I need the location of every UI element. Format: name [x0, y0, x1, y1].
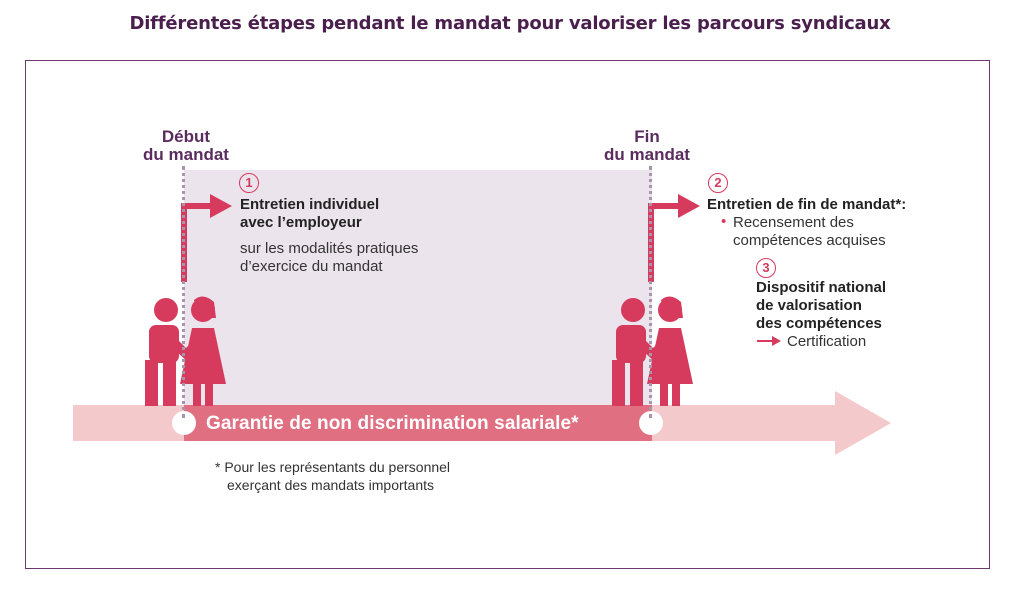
step3-number-badge: 3 [756, 258, 776, 278]
step2-bullet: • [721, 213, 727, 230]
step2-detail: Recensement des compétences acquises [733, 214, 886, 249]
start-marker-label: Début du mandat [143, 127, 229, 164]
step1-title: Entretien individuel avec l’employeur [240, 196, 380, 231]
step3-title: Dispositif national de valorisation des … [756, 279, 887, 332]
footnote: * Pour les représentants du personnel ex… [215, 459, 451, 493]
start-guide-line [182, 166, 185, 418]
step2-number-badge: 2 [708, 173, 728, 193]
step2-arrowhead [678, 194, 700, 218]
step1-arrowhead [210, 194, 232, 218]
step1-detail: sur les modalités pratiques d’exercice d… [240, 240, 419, 275]
mandate-period-zone [184, 170, 652, 410]
diagram-frame [25, 60, 990, 569]
step2-title: Entretien de fin de mandat*: [707, 196, 907, 213]
guarantee-bar [184, 405, 652, 441]
step3-result: Certification [787, 333, 867, 350]
end-marker-label: Fin du mandat [604, 127, 690, 164]
step2-arrow [648, 203, 682, 282]
handshake-figures-start [145, 296, 226, 406]
certification-arrowhead [772, 336, 781, 346]
page-title: Différentes étapes pendant le mandat pou… [129, 13, 891, 34]
end-guide-line [649, 166, 652, 418]
handshake-figures-end [612, 296, 693, 406]
guarantee-label: Garantie de non discrimination salariale… [206, 413, 579, 434]
milestone-start-dot [172, 411, 196, 435]
step1-arrow [181, 203, 214, 282]
step1-number-badge: 1 [239, 173, 259, 193]
milestone-end-dot [639, 411, 663, 435]
